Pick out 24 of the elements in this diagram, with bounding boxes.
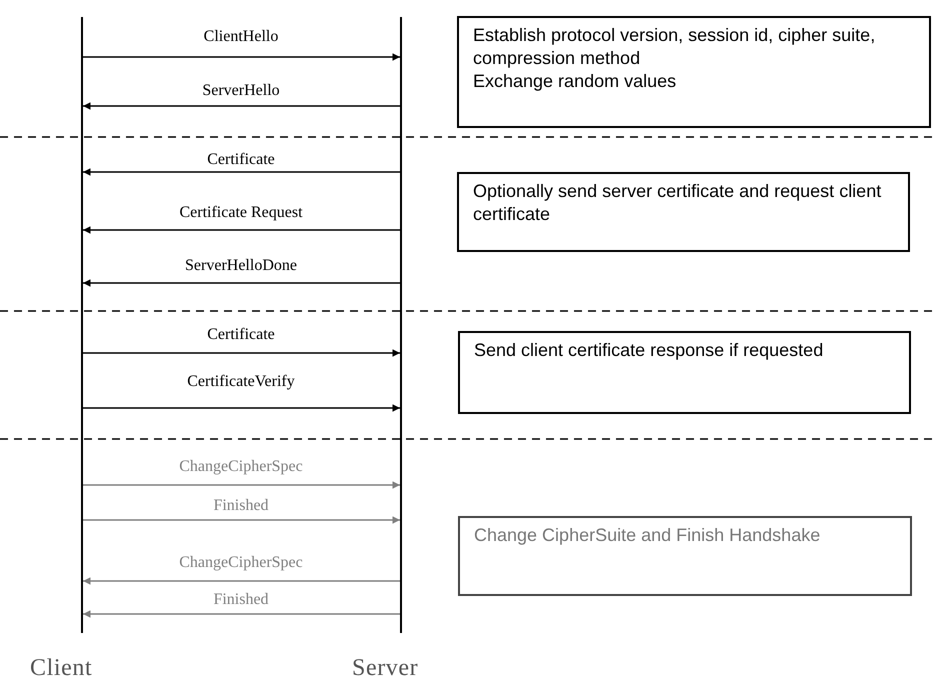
participant-label: Client xyxy=(30,656,92,680)
message-arrow xyxy=(83,481,400,489)
message-arrow xyxy=(83,168,400,176)
description-box xyxy=(458,331,911,414)
description-box xyxy=(457,16,931,128)
message-arrow xyxy=(83,404,400,412)
message-arrow xyxy=(83,610,400,618)
description-text: Change CipherSuite and Finish Handshake xyxy=(474,524,822,547)
description-text: Exchange random values xyxy=(473,70,678,93)
lifeline xyxy=(400,17,402,633)
lifeline xyxy=(81,17,83,633)
message-arrow xyxy=(83,226,400,234)
message-arrow xyxy=(83,516,400,524)
message-arrow xyxy=(83,577,400,585)
message-arrow xyxy=(83,279,400,287)
message-arrow xyxy=(83,349,400,357)
participant-label: Server xyxy=(352,656,418,680)
description-box xyxy=(458,516,912,596)
description-text: Send client certificate response if requested xyxy=(474,339,824,362)
description-text: Optionally send server certificate and request client certificate xyxy=(473,180,882,226)
message-arrow xyxy=(83,53,400,61)
description-box xyxy=(457,172,910,252)
description-text: Establish protocol version, session id, cipher suite, compression method xyxy=(473,24,876,70)
message-arrow xyxy=(83,102,400,110)
